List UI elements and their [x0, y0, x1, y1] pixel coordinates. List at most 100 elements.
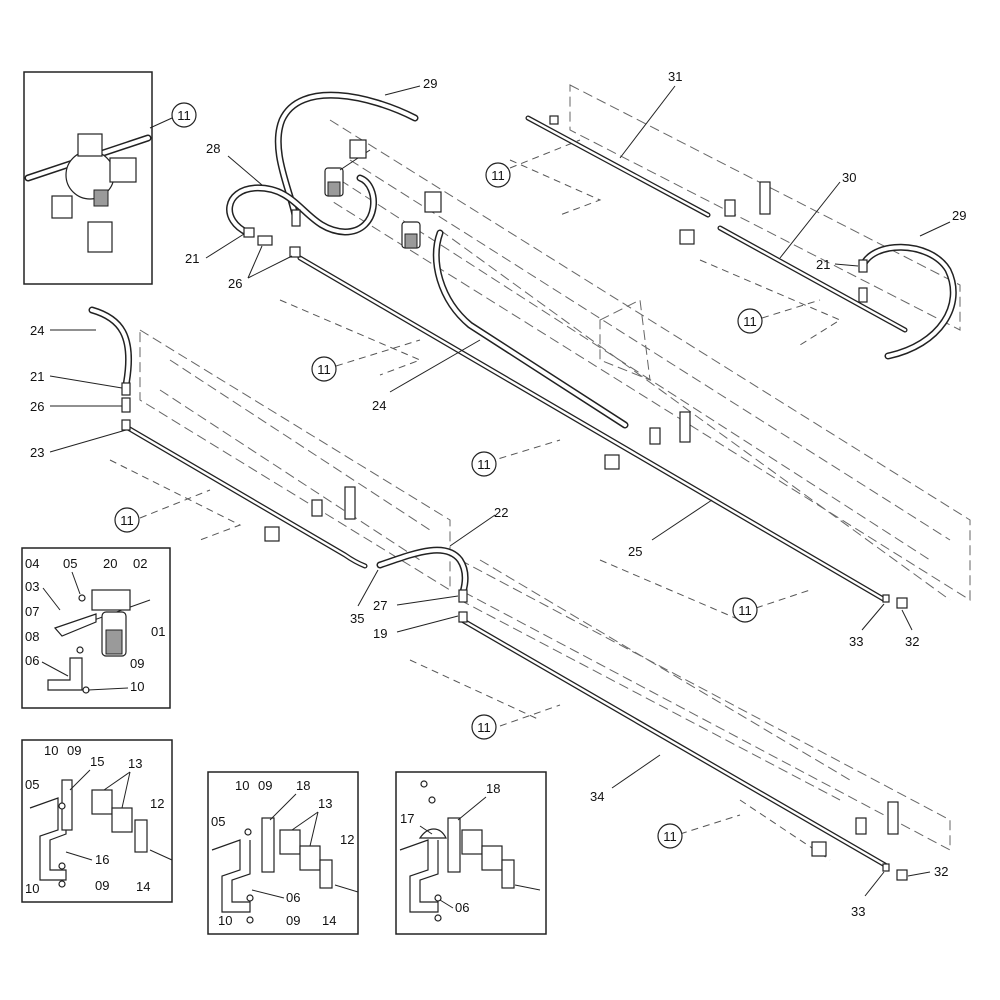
label-14: 14	[136, 879, 150, 894]
label-10b: 10	[25, 881, 39, 896]
label-04: 04	[25, 556, 39, 571]
label-31: 31	[668, 69, 682, 84]
label-13: 13	[128, 756, 142, 771]
dashed-leaders	[109, 139, 842, 861]
label-29b: 29	[952, 208, 966, 223]
label-35: 35	[350, 611, 364, 626]
label-23: 23	[30, 445, 44, 460]
label-07: 07	[25, 604, 39, 619]
boom-frame-left	[139, 329, 451, 591]
callout-label: 11	[477, 457, 491, 472]
label-06: 06	[455, 900, 469, 915]
pipe-25	[297, 255, 888, 603]
hose-24-center	[432, 229, 629, 429]
hose-24-left	[88, 306, 133, 389]
label-21c: 21	[30, 369, 44, 384]
hose-29-right	[858, 243, 957, 360]
label-16: 16	[95, 852, 109, 867]
hose-22	[376, 546, 469, 596]
callout-11-31: 11	[485, 162, 511, 188]
callout-label: 11	[477, 720, 491, 735]
pipe-23	[125, 425, 368, 569]
label-18: 18	[486, 781, 500, 796]
label-32a: 32	[905, 634, 919, 649]
label-22: 22	[494, 505, 508, 520]
label-02: 02	[133, 556, 147, 571]
inset-bracket-b	[207, 771, 359, 935]
label-12: 12	[150, 796, 164, 811]
label-10b: 10	[218, 913, 232, 928]
inset-filter	[21, 547, 171, 709]
inset-bracket-c-labels: 18 17 06	[400, 781, 500, 915]
label-24a: 24	[30, 323, 44, 338]
label-09b: 09	[286, 913, 300, 928]
label-33a: 33	[849, 634, 863, 649]
label-32b: 32	[934, 864, 948, 879]
fittings	[121, 115, 908, 881]
label-29a: 29	[423, 76, 437, 91]
callout-11-25: 11	[471, 451, 497, 477]
label-05: 05	[63, 556, 77, 571]
callout-11-center: 11	[311, 356, 337, 382]
callout-11-34: 11	[657, 823, 683, 849]
label-01: 01	[151, 624, 165, 639]
inset-nozzle	[23, 71, 153, 285]
callout-11-inset: 11	[149, 102, 197, 129]
inset-bracket-b-labels: 10 09 18 13 05 12 06 10 09 14	[211, 778, 354, 928]
label-05: 05	[211, 814, 225, 829]
hose-29-top	[274, 91, 419, 219]
callout-label: 11	[317, 362, 331, 377]
label-19: 19	[373, 626, 387, 641]
label-09: 09	[258, 778, 272, 793]
inset-bracket-c	[395, 771, 547, 935]
hose-28	[226, 174, 377, 237]
callout-label: 11	[743, 314, 757, 329]
label-25: 25	[628, 544, 642, 559]
label-06: 06	[25, 653, 39, 668]
callout-11-right: 11	[732, 597, 758, 623]
line-filter-1	[324, 139, 371, 197]
inset-bracket-a	[21, 739, 173, 903]
label-06: 06	[286, 890, 300, 905]
inset-filter-labels: 04 05 20 02 03 07 08 01 06 09 10	[25, 556, 165, 694]
label-05: 05	[25, 777, 39, 792]
pipe-34	[459, 617, 888, 868]
callout-label: 11	[120, 513, 134, 528]
label-34: 34	[590, 789, 604, 804]
label-14: 14	[322, 913, 336, 928]
callout-label: 11	[491, 168, 505, 183]
label-28: 28	[206, 141, 220, 156]
label-20: 20	[103, 556, 117, 571]
label-24b: 24	[372, 398, 386, 413]
callout-label: 11	[663, 829, 677, 844]
label-21b: 21	[185, 251, 199, 266]
label-26b: 26	[30, 399, 44, 414]
boom-frame-lower	[459, 559, 951, 851]
boom-frame-center	[329, 84, 971, 601]
label-09b: 09	[95, 878, 109, 893]
callout-11-30: 11	[737, 308, 763, 334]
label-26a: 26	[228, 276, 242, 291]
label-15: 15	[90, 754, 104, 769]
label-13: 13	[318, 796, 332, 811]
part-labels: 29 28 31 30 29 21 21 26 24 21 26 23 24 2…	[30, 69, 966, 919]
label-27: 27	[373, 598, 387, 613]
label-10: 10	[235, 778, 249, 793]
pipe-30	[717, 225, 908, 333]
boom-brackets	[264, 181, 899, 857]
label-03: 03	[25, 579, 39, 594]
inset-bracket-a-labels: 10 09 15 13 05 12 16 14 10 09	[25, 743, 164, 896]
callout-11-lower: 11	[471, 714, 497, 740]
label-17: 17	[400, 811, 414, 826]
label-21a: 21	[816, 257, 830, 272]
label-09: 09	[67, 743, 81, 758]
pipe-31	[525, 115, 711, 218]
label-30: 30	[842, 170, 856, 185]
callout-11-23: 11	[114, 507, 140, 533]
callout-label: 11	[177, 108, 191, 123]
label-09: 09	[130, 656, 144, 671]
label-10: 10	[130, 679, 144, 694]
label-08: 08	[25, 629, 39, 644]
label-10: 10	[44, 743, 58, 758]
